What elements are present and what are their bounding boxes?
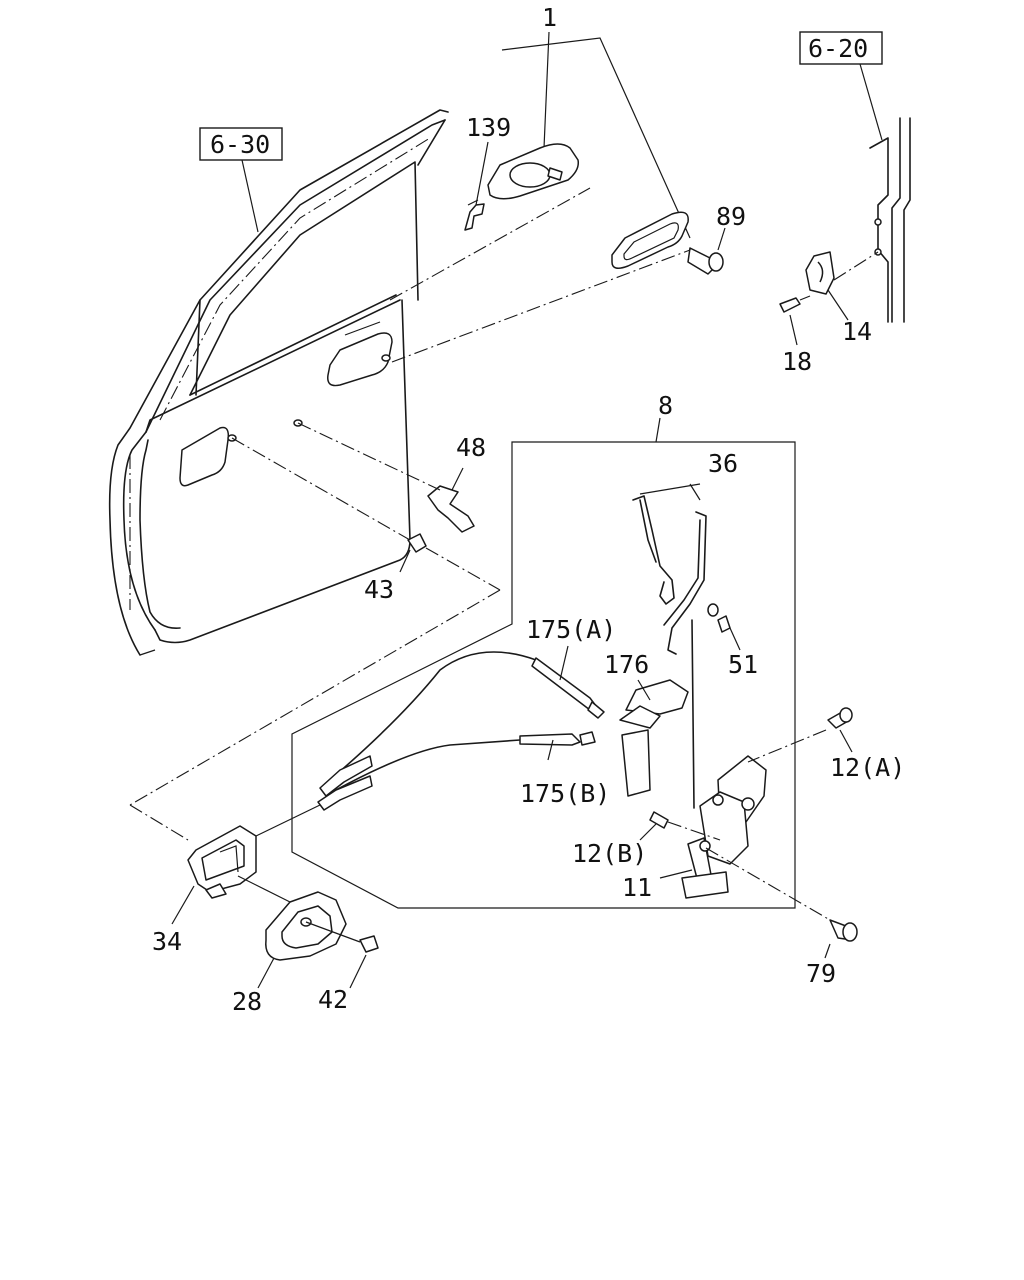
callout-28: 28 bbox=[232, 987, 262, 1016]
callout-139: 139 bbox=[466, 113, 511, 142]
callout-12a: 12(A) bbox=[830, 753, 905, 782]
callout-79: 79 bbox=[806, 959, 836, 988]
callout-8: 8 bbox=[658, 391, 673, 420]
callout-18: 18 bbox=[782, 347, 812, 376]
callout-labels: 1 139 89 14 18 8 48 36 43 175(A) 176 51 … bbox=[152, 3, 905, 1016]
cables-175 bbox=[317, 645, 605, 811]
clip-43 bbox=[129, 437, 501, 806]
bracket-48 bbox=[297, 422, 475, 533]
striker-assembly: 6-20 bbox=[779, 31, 911, 346]
reference-6-30: 6-30 bbox=[199, 127, 283, 233]
rods-36 bbox=[632, 483, 741, 655]
handle-bezel-28 bbox=[237, 875, 379, 989]
callout-34: 34 bbox=[152, 927, 182, 956]
callout-175b: 175(B) bbox=[520, 779, 610, 808]
callout-89: 89 bbox=[716, 202, 746, 231]
door-panel bbox=[108, 109, 449, 656]
callout-51: 51 bbox=[728, 650, 758, 679]
door-latch-11 bbox=[659, 619, 767, 899]
ref-6-30-label: 6-30 bbox=[210, 130, 270, 159]
callout-43: 43 bbox=[364, 575, 394, 604]
ref-6-20-label: 6-20 bbox=[808, 34, 868, 63]
cable-guide-176 bbox=[619, 679, 689, 797]
callout-12b: 12(B) bbox=[572, 839, 647, 868]
outside-handle-assembly bbox=[389, 31, 726, 363]
callout-48: 48 bbox=[456, 433, 486, 462]
fasteners bbox=[639, 707, 858, 959]
callout-1: 1 bbox=[542, 3, 557, 32]
callout-36: 36 bbox=[708, 449, 738, 478]
callout-11: 11 bbox=[622, 873, 652, 902]
callout-175a: 175(A) bbox=[526, 615, 616, 644]
inside-handle-34 bbox=[129, 804, 321, 925]
callout-176: 176 bbox=[604, 650, 649, 679]
callout-42: 42 bbox=[318, 985, 348, 1014]
latch-assembly-boundary bbox=[291, 417, 796, 909]
callout-14: 14 bbox=[842, 317, 872, 346]
